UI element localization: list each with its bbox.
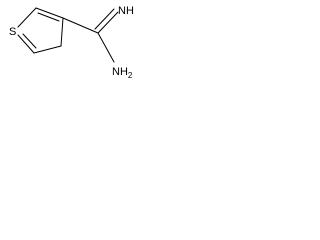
bond-c3-c4 — [60, 17, 64, 47]
structural-formula-canvas: S NH NH2 — [9, 5, 134, 80]
amine-subscript: 2 — [128, 71, 133, 80]
bond-c4-c5 — [33, 45, 62, 54]
bond-c5-s1-inner — [22, 33, 37, 49]
bond-c2-c3 — [35, 7, 64, 19]
imine-nh-label: NH — [118, 5, 134, 17]
bond-c-nh-double-b — [94, 8, 115, 30]
amine-nh2-label: NH2 — [112, 66, 133, 80]
bond-s1-c2 — [17, 7, 37, 28]
bond-c5-s1 — [17, 34, 35, 54]
bond-c-nh-double-a — [97, 11, 119, 34]
sulfur-atom-label: S — [9, 26, 16, 38]
amine-nh-text: NH — [112, 66, 128, 78]
bond-c-nh2-single — [97, 32, 115, 63]
bond-c3-amidine-carbon — [62, 17, 99, 34]
bond-c2-c3-inner — [37, 12, 60, 22]
